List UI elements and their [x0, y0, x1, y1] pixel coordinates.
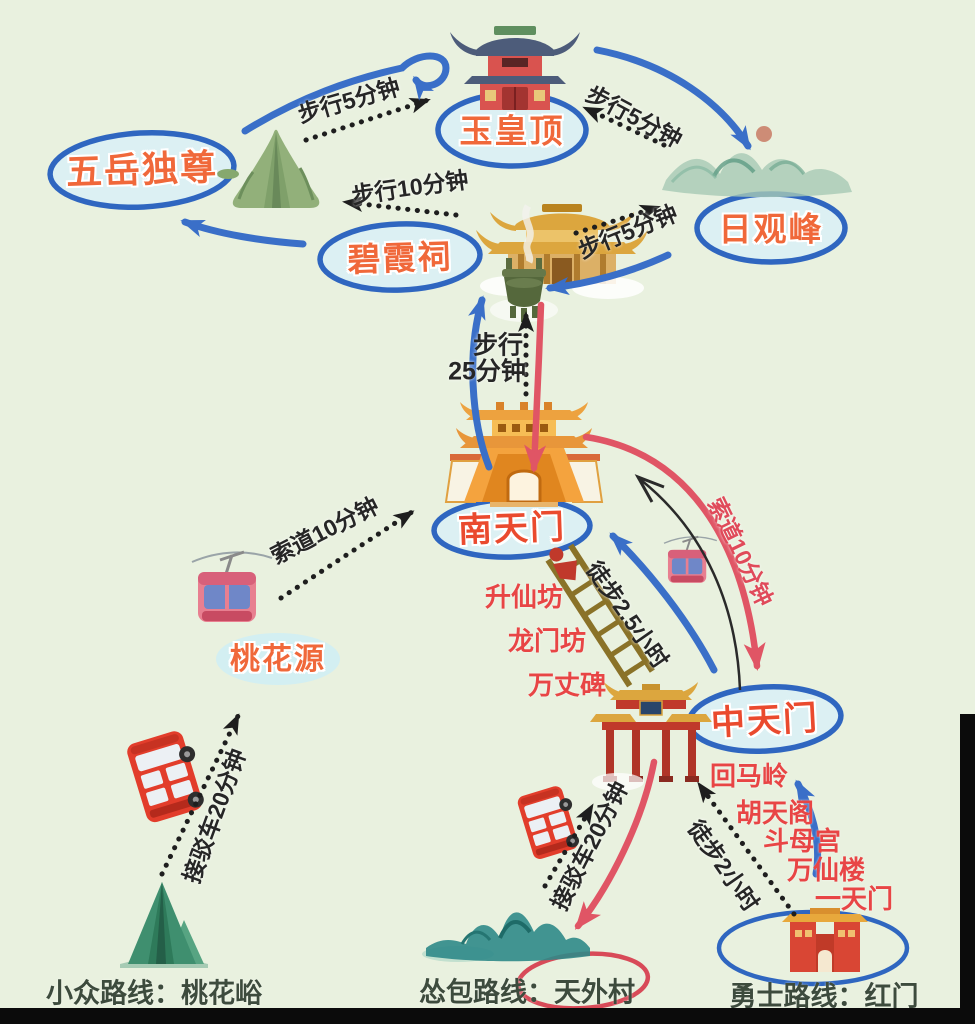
waypoint-hutiange: 胡天阁 [735, 798, 815, 828]
arrow-taohuayu-to-taohuayuan [159, 713, 241, 877]
arrow-hongmen-to-zhongtianmen [696, 781, 797, 917]
oval-wuyuedz [47, 129, 237, 211]
shuttle-bus-icon-middle [517, 786, 580, 859]
dashed-route-arrows [159, 97, 797, 917]
tianwaicun-mountains-icon [422, 912, 590, 962]
landmark-bixiaci: 碧霞祠 [346, 237, 454, 279]
hongmen-gate-icon [782, 908, 868, 972]
cable-car-icon-taohuayuan [191, 550, 273, 622]
waypoint-doumugong: 斗母宫 [762, 826, 842, 856]
landmark-wuyuedushun: 五岳独尊 [65, 146, 219, 193]
bottom-letterbox-bar [0, 1008, 975, 1024]
waypoint-longmenfang: 龙门坊 [507, 626, 587, 656]
route-label-walk25-line1: 步行 [472, 331, 524, 360]
highlight-taohuayuan [216, 633, 340, 685]
bottom-route-warrior: 勇士路线：红门 [729, 981, 919, 1012]
blue-arrow-bixiaci-to-wuyue [180, 218, 307, 248]
zhongtianmen-paifang-icon [590, 682, 712, 791]
waypoint-shengxianfang: 升仙坊 [484, 582, 564, 612]
climber-icon [549, 547, 564, 562]
red-arrow-bixiaci-to-nantianmen [524, 301, 547, 473]
yuhuangding-temple-icon [450, 26, 580, 110]
landmark-nantianmen: 南天门 [457, 508, 567, 550]
path-line-zhongtianmen-to-nantianmen [634, 474, 742, 691]
landmark-riguanfeng: 日观峰 [718, 210, 824, 248]
landmark-yuhuangding: 玉皇顶 [459, 112, 565, 150]
arrow-tianwaicun-to-zhongtianmen [542, 803, 595, 889]
waypoint-huimaling: 回马岭 [709, 761, 789, 791]
waypoint-yitianmen: 一天门 [814, 884, 894, 914]
arrow-bixiaci-to-wuyue [342, 196, 459, 218]
bottom-route-niche: 小众路线：桃花峪 [46, 978, 262, 1009]
waypoint-wanzhangbei: 万丈碑 [527, 670, 607, 700]
blue-arrow-nantianmen-to-bixiaci [468, 295, 493, 471]
taohuayu-mountain-icon [120, 882, 208, 968]
blue-arrow-yuhuangding-to-riguanfeng [593, 46, 752, 151]
ladder-icon [545, 543, 655, 688]
sun-icon [756, 126, 772, 142]
shuttle-bus-icon-left [127, 731, 204, 823]
arrow-taohuayuan-to-nantianmen [278, 509, 415, 601]
cable-car-icon-zhongtianmen [663, 535, 718, 583]
landmark-taohuayuan: 桃花源 [230, 643, 326, 676]
landmark-ovals [47, 91, 910, 1011]
blue-arrow-zhongtianmen-to-nantianmen [609, 532, 718, 674]
red-route-arrows [524, 301, 766, 930]
blue-arrow-hongmen-to-zhongtianmen [794, 779, 822, 878]
blue-route-arrows [180, 46, 822, 878]
route-label-walk25-line2: 25分钟 [448, 357, 526, 386]
landmark-zhongtianmen: 中天门 [710, 699, 820, 743]
red-arrow-zhongtianmen-to-tianwaicun [574, 758, 658, 930]
right-letterbox-bar [960, 714, 975, 1024]
oval-bixiaci [317, 221, 483, 293]
bottom-route-easy: 怂包路线：天外村 [419, 977, 635, 1008]
riguanfeng-mountains-icon [662, 126, 852, 198]
blue-arrow-riguanfeng-to-bixiaci [545, 251, 672, 295]
waypoint-wanxianlou: 万仙楼 [786, 855, 866, 885]
red-arrow-nantianmen-to-zhongtianmen [582, 433, 766, 671]
blue-arrow-wuyue-to-yuhuangding [241, 52, 450, 135]
wuyuedz-mountain-icon [217, 129, 320, 208]
arrow-wuyue-to-yuhuangding [303, 97, 431, 143]
nantianmen-gate-icon [444, 402, 604, 507]
